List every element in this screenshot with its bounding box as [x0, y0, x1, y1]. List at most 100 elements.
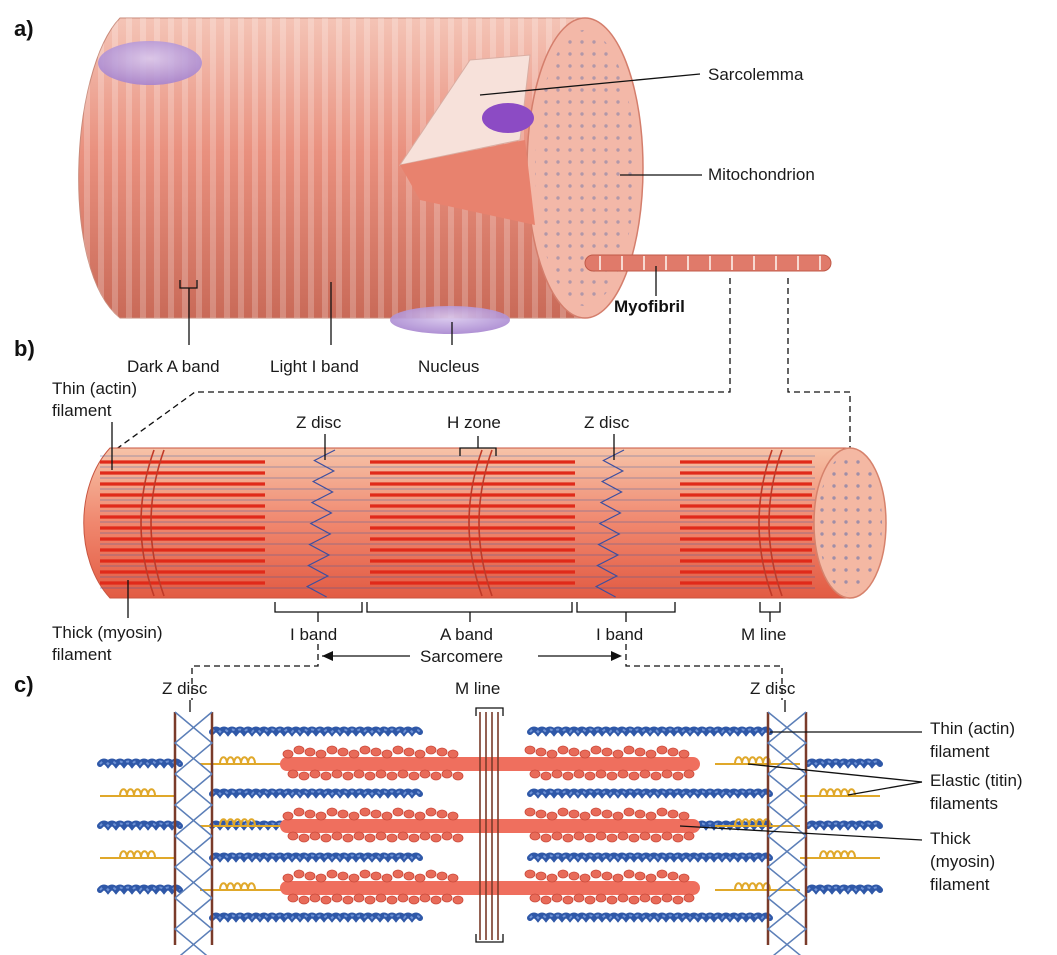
myosin-head: [294, 808, 304, 816]
myosin-head: [321, 834, 331, 842]
i-band-right-bracket: [577, 602, 675, 622]
myosin-head: [376, 832, 386, 840]
myosin-head: [393, 746, 403, 754]
myosin-head: [651, 896, 661, 904]
myosin-head: [398, 832, 408, 840]
myosin-head: [371, 748, 381, 756]
myosin-head: [327, 808, 337, 816]
myosin-head: [415, 874, 425, 882]
actin-filament-left: [212, 792, 420, 795]
myosin-head: [635, 872, 645, 880]
myosin-head: [376, 770, 386, 778]
myosin-head: [437, 872, 447, 880]
myosin-head: [316, 812, 326, 820]
myosin-filament: [280, 819, 700, 833]
myosin-head: [299, 896, 309, 904]
myosin-head: [607, 834, 617, 842]
myosin-head: [624, 746, 634, 754]
myosin-head: [288, 832, 298, 840]
thick-filament-label-b-2: filament: [52, 645, 112, 664]
titin-filament-left-coil: [220, 757, 255, 764]
myosin-head: [448, 874, 458, 882]
thick-filament-label-c-3: filament: [930, 875, 990, 894]
myosin-head: [365, 834, 375, 842]
myosin-head: [574, 894, 584, 902]
myosin-head: [283, 812, 293, 820]
myosin-head: [305, 810, 315, 818]
myosin-head: [651, 772, 661, 780]
myosin-head: [547, 812, 557, 820]
titin-filament-left-coil: [220, 883, 255, 890]
myosin-head: [360, 746, 370, 754]
sarcomere-cross-section-dots: [818, 453, 882, 593]
thick-filament-label-c-1: Thick: [930, 829, 971, 848]
myosin-head: [602, 810, 612, 818]
myosin-head: [376, 894, 386, 902]
myosin-head: [387, 896, 397, 904]
myosin-head: [629, 772, 639, 780]
myosin-head: [283, 750, 293, 758]
elastic-filament-label-2: filaments: [930, 794, 998, 813]
myosin-head: [310, 770, 320, 778]
myosin-head: [431, 834, 441, 842]
z-disc-left-label-c: Z disc: [162, 679, 208, 698]
myosin-head: [283, 874, 293, 882]
myosin-head: [602, 872, 612, 880]
myosin-head: [624, 870, 634, 878]
myosin-head: [354, 832, 364, 840]
myosin-head: [332, 832, 342, 840]
myosin-head: [558, 808, 568, 816]
myosin-head: [657, 808, 667, 816]
myosin-head: [525, 870, 535, 878]
myosin-head: [635, 810, 645, 818]
myosin-head: [393, 808, 403, 816]
myosin-head: [679, 874, 689, 882]
myosin-head: [679, 750, 689, 758]
nucleus-exposed: [482, 103, 534, 133]
myosin-head: [332, 770, 342, 778]
myosin-head: [338, 810, 348, 818]
actin-filament-left: [212, 916, 420, 919]
myosin-head: [525, 746, 535, 754]
myosin-head: [387, 772, 397, 780]
sarcomere-cylinder: [84, 448, 886, 598]
myosin-head: [305, 748, 315, 756]
myosin-head: [321, 896, 331, 904]
titin-filament-outer-right-coil: [820, 851, 855, 858]
myosin-head: [662, 894, 672, 902]
myosin-head: [426, 808, 436, 816]
myosin-head: [668, 810, 678, 818]
myosin-head: [640, 770, 650, 778]
myosin-head: [437, 810, 447, 818]
myosin-head: [563, 772, 573, 780]
myosin-head: [288, 770, 298, 778]
myosin-filament: [280, 881, 700, 895]
myosin-head: [420, 894, 430, 902]
m-line-label-b: M line: [741, 625, 786, 644]
titin-filament-right-coil: [735, 883, 770, 890]
myosin-head: [530, 770, 540, 778]
myosin-head: [299, 772, 309, 780]
myosin-head: [305, 872, 315, 880]
sarcomere-cylinder-body: [84, 448, 850, 598]
myosin-head: [299, 834, 309, 842]
a-band-bracket: [367, 602, 572, 622]
myosin-head: [668, 748, 678, 756]
myosin-head: [371, 872, 381, 880]
panel-b-letter: b): [14, 336, 35, 361]
myosin-head: [415, 812, 425, 820]
myosin-head: [541, 772, 551, 780]
titin-filament-outer-left-coil: [120, 789, 155, 796]
m-line-label-c: M line: [455, 679, 500, 698]
myosin-head: [646, 750, 656, 758]
myosin-head: [426, 870, 436, 878]
myosin-head: [596, 894, 606, 902]
myosin-head: [382, 874, 392, 882]
myosin-head: [646, 874, 656, 882]
myosin-head: [349, 750, 359, 758]
myosin-head: [409, 896, 419, 904]
z-disc-cross: [175, 898, 212, 955]
thin-filament-label-c-1: Thin (actin): [930, 719, 1015, 738]
myosin-head: [569, 748, 579, 756]
